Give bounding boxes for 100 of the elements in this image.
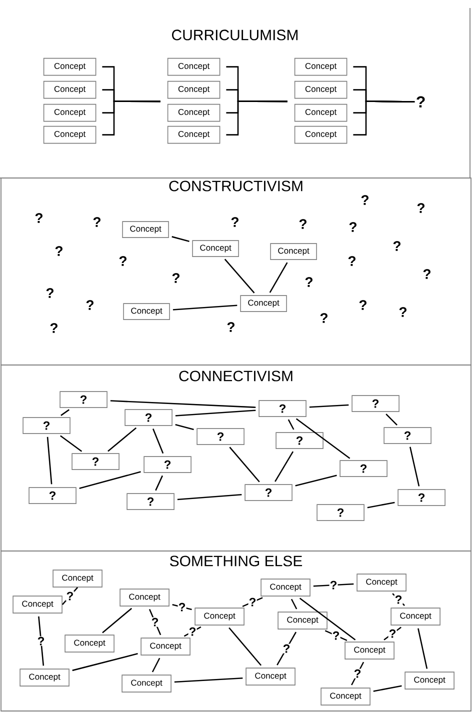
concept-box: Concept <box>167 104 220 122</box>
question-box: ? <box>352 395 400 412</box>
edge-label: ? <box>394 594 403 604</box>
concept-box: Concept <box>194 608 244 626</box>
connector <box>409 446 420 486</box>
concept-box: Concept <box>344 642 394 660</box>
connector <box>72 653 138 672</box>
question-box: ? <box>60 391 108 408</box>
edge-label: ? <box>332 630 340 640</box>
question-mark: ? <box>50 323 58 333</box>
concept-box: Concept <box>43 58 96 76</box>
question-box: ? <box>316 504 364 521</box>
concept-box: Concept <box>64 634 114 652</box>
concept-box: Concept <box>240 295 287 312</box>
question-box: ? <box>276 432 324 449</box>
connector <box>60 435 82 452</box>
edge-label: ? <box>66 591 74 601</box>
question-mark: ? <box>86 300 94 310</box>
connector <box>309 404 349 408</box>
concept-box: Concept <box>122 221 169 238</box>
question-box: ? <box>244 484 292 501</box>
connector <box>175 410 256 416</box>
edge-label: ? <box>36 636 46 646</box>
connector <box>148 608 162 636</box>
concept-box: Concept <box>294 104 348 122</box>
question-box: ? <box>28 487 76 504</box>
connector <box>102 100 160 136</box>
question-mark: ? <box>399 307 406 317</box>
connector <box>386 414 398 426</box>
concept-box: Concept <box>404 672 454 690</box>
connector <box>296 418 350 459</box>
question-mark: ? <box>423 269 430 279</box>
question-box: ? <box>72 453 120 470</box>
connector <box>152 658 160 672</box>
concept-box: Concept <box>390 608 440 626</box>
connector <box>177 494 242 500</box>
question-box: ? <box>384 427 432 444</box>
question-mark: ? <box>227 322 234 332</box>
connector <box>110 400 256 408</box>
connector <box>102 608 132 634</box>
question-mark: ? <box>299 219 306 229</box>
question-mark: ? <box>305 277 312 287</box>
question-mark: ? <box>416 96 425 108</box>
concept-box: Concept <box>20 668 70 686</box>
question-box: ? <box>340 460 388 477</box>
concept-box: Concept <box>123 303 170 320</box>
connector <box>418 628 428 669</box>
connector <box>228 627 262 666</box>
concept-box: Concept <box>167 126 220 144</box>
question-box: ? <box>196 428 244 445</box>
connector <box>274 451 294 482</box>
concept-box: Concept <box>43 126 96 144</box>
edge-label: ? <box>388 628 397 638</box>
concept-box: Concept <box>140 638 190 656</box>
question-mark: ? <box>348 256 356 266</box>
connector <box>299 598 356 640</box>
connector <box>295 474 337 486</box>
question-mark: ? <box>35 213 42 223</box>
connector <box>226 100 288 136</box>
edge-label: ? <box>353 668 362 678</box>
concept-box: Concept <box>270 243 317 260</box>
question-mark: ? <box>119 256 126 266</box>
question-box: ? <box>258 400 306 417</box>
connector <box>224 258 255 294</box>
connector <box>229 446 260 482</box>
concept-box: Concept <box>43 104 96 122</box>
question-mark: ? <box>417 203 424 213</box>
connector <box>324 630 348 642</box>
concept-box: Concept <box>294 58 348 76</box>
question-mark: ? <box>359 300 366 310</box>
connector <box>373 685 402 692</box>
concept-box: Concept <box>278 612 328 630</box>
edge-label: ? <box>248 597 257 607</box>
connector <box>172 304 238 310</box>
question-box: ? <box>398 489 446 506</box>
connector <box>60 409 70 416</box>
connector <box>172 236 190 242</box>
concept-box: Concept <box>120 588 170 606</box>
question-mark: ? <box>320 313 328 323</box>
concept-box: Concept <box>294 126 348 144</box>
concept-box: Concept <box>192 240 239 257</box>
connector <box>290 598 298 610</box>
connector <box>367 502 395 508</box>
connector <box>313 583 354 587</box>
connector <box>175 424 194 430</box>
connector <box>269 262 288 293</box>
connector <box>46 436 52 484</box>
connector <box>38 616 44 666</box>
question-box: ? <box>22 417 70 434</box>
question-mark: ? <box>172 273 180 283</box>
connector <box>288 419 294 430</box>
question-mark: ? <box>349 222 356 232</box>
question-mark: ? <box>46 288 54 298</box>
question-mark: ? <box>231 217 238 227</box>
question-box: ? <box>144 456 192 473</box>
edge-label: ? <box>150 617 160 627</box>
edge-label: ? <box>329 580 338 590</box>
concept-box: Concept <box>122 674 172 692</box>
concept-box: Concept <box>43 80 96 99</box>
connector <box>353 100 415 136</box>
